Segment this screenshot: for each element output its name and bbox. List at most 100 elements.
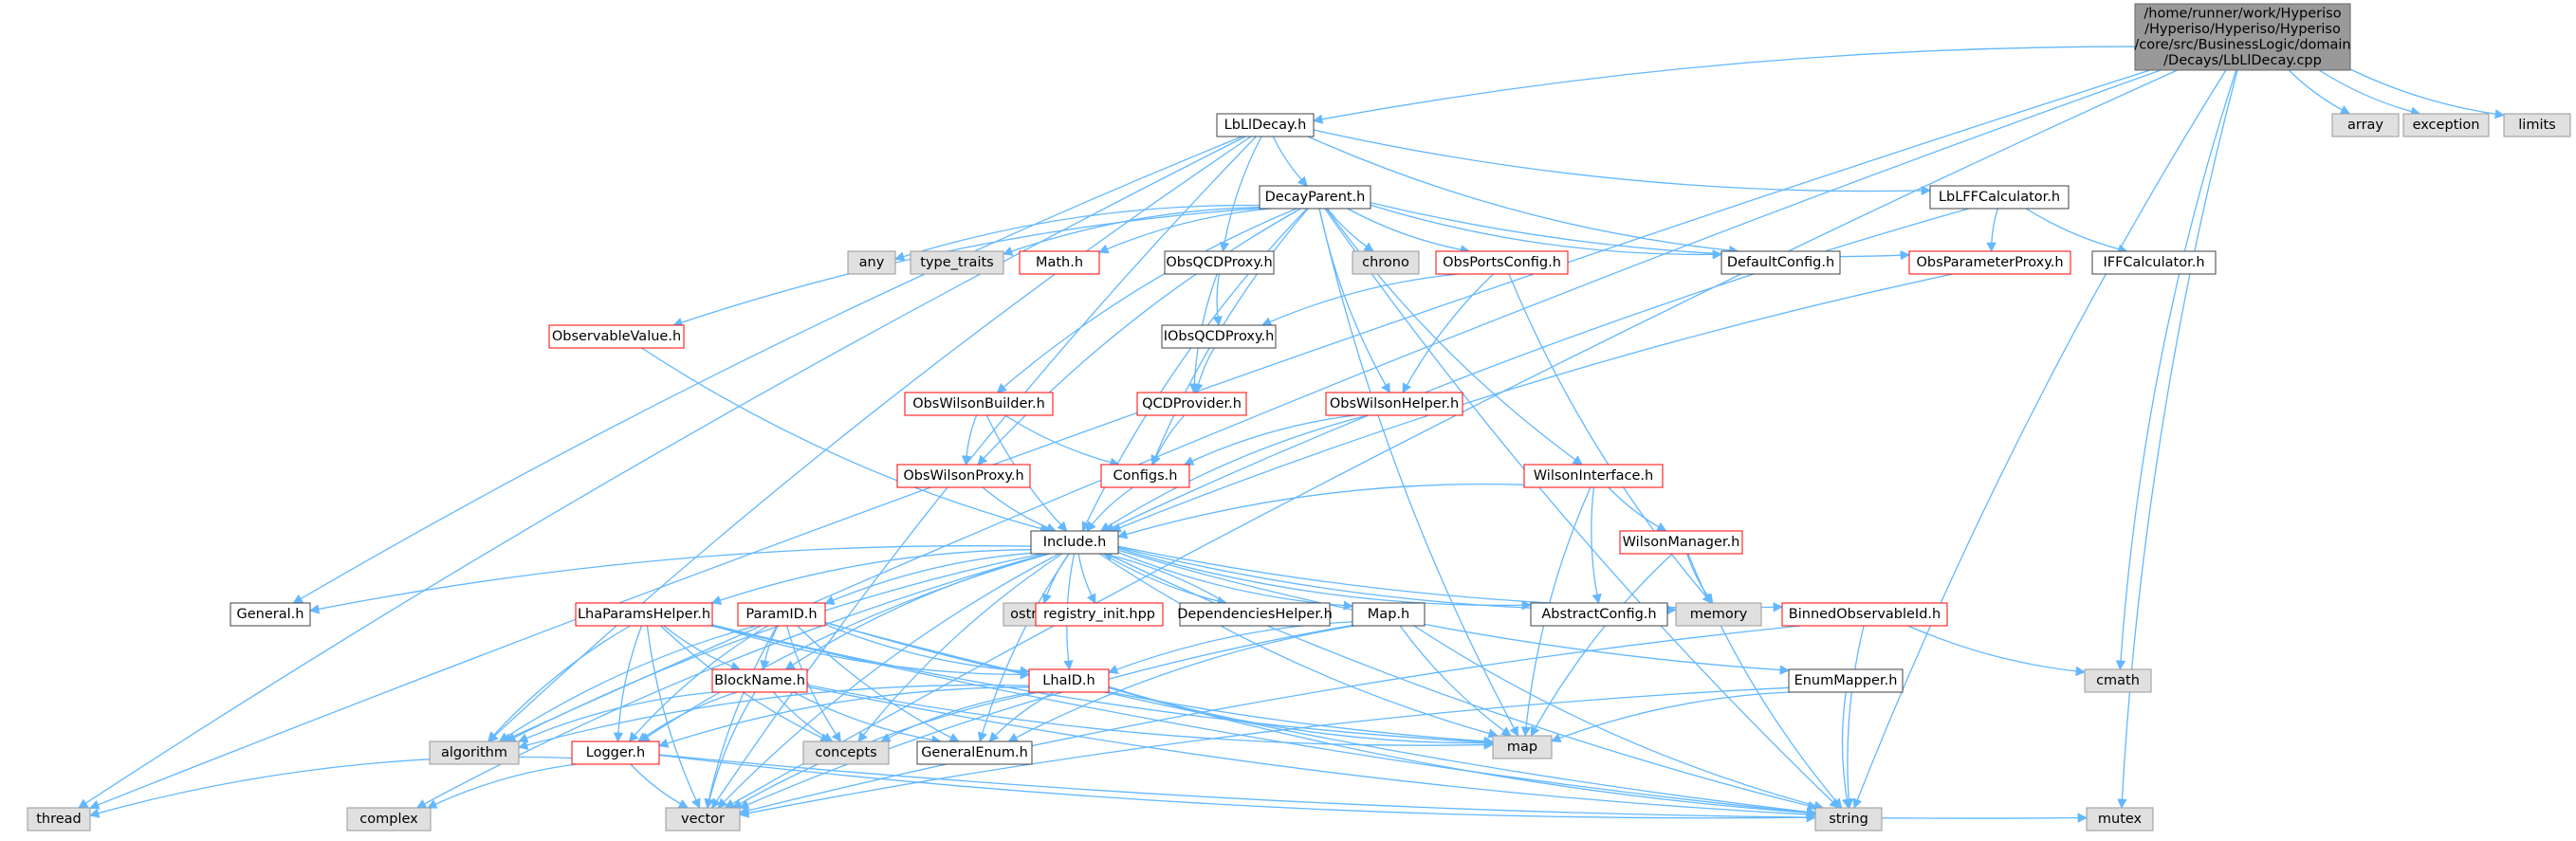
node-any: any: [847, 250, 896, 275]
node-box-concepts: [802, 740, 890, 765]
node-defaultconfig[interactable]: DefaultConfig.h: [1720, 250, 1841, 275]
edge-decayparent-to-chrono: [1326, 208, 1374, 252]
node-label-mutex: mutex: [2098, 812, 2143, 827]
node-box-iffcalc: [2091, 250, 2217, 275]
edge-lblldecay-to-thread: [78, 136, 1246, 809]
edge-map_h-to-lhaid: [1108, 621, 1353, 674]
edge-map_h-to-map: [1399, 625, 1512, 737]
node-label-concepts: concepts: [815, 745, 876, 760]
node-wilsoninterface[interactable]: WilsonInterface.h: [1523, 464, 1664, 488]
edge-lhaid-to-generalenum: [988, 691, 1055, 742]
node-label-array: array: [2347, 118, 2383, 133]
edge-include-to-ostream: [1041, 553, 1070, 604]
edge-root-to-algorithm: [501, 69, 2162, 742]
node-box-chrono: [1352, 250, 1420, 275]
edge-root-to-lblldecay: [1312, 46, 2136, 124]
node-wilsonmanager[interactable]: WilsonManager.h: [1619, 530, 1743, 555]
node-math[interactable]: Math.h: [1019, 250, 1100, 275]
node-qcdprovider[interactable]: QCDProvider.h: [1136, 392, 1247, 416]
node-box-vector: [665, 807, 741, 832]
node-label-qcdprovider: QCDProvider.h: [1142, 396, 1242, 411]
node-label-obsparamproxy: ObsParameterProxy.h: [1916, 255, 2063, 270]
edge-iobsqcdproxy-to-qcdprovider: [1193, 347, 1215, 394]
node-label-logger: Logger.h: [586, 745, 645, 760]
edge-lblldecay-to-obsqcdproxy: [1219, 136, 1262, 253]
node-box-dephelper: [1179, 602, 1331, 627]
node-root[interactable]: /home/runner/work/Hyperiso/Hyperiso/Hype…: [2134, 3, 2351, 71]
node-binnedobs[interactable]: BinnedObservableId.h: [1781, 602, 1948, 627]
node-logger[interactable]: Logger.h: [571, 740, 660, 765]
node-paramid[interactable]: ParamID.h: [737, 602, 826, 627]
node-dephelper[interactable]: DependenciesHelper.h: [1177, 602, 1333, 627]
edge-logger-to-complex: [427, 763, 578, 809]
node-box-blockname: [711, 668, 808, 693]
node-lblldecay[interactable]: LbLlDecay.h: [1216, 113, 1315, 137]
edge-wilsoninterface-to-include: [1117, 483, 1525, 539]
edge-lhaid-to-string: [1108, 686, 1817, 818]
node-obsparamproxy[interactable]: ObsParameterProxy.h: [1908, 250, 2071, 275]
node-iffcalc[interactable]: IFFCalculator.h: [2091, 250, 2217, 275]
node-obswilsonbuilder[interactable]: ObsWilsonBuilder.h: [904, 392, 1054, 416]
node-label-wilsoninterface: WilsonInterface.h: [1534, 468, 1653, 484]
edge-map_h-to-string: [1413, 625, 1825, 811]
node-box-iobsqcdproxy: [1161, 324, 1277, 349]
node-map_h[interactable]: Map.h: [1352, 602, 1426, 627]
edge-lhaid-to-map: [1108, 686, 1495, 748]
node-include[interactable]: Include.h: [1030, 530, 1119, 555]
node-lblffcalc[interactable]: LbLFFCalculator.h: [1929, 185, 2070, 210]
node-obswilsonhelper[interactable]: ObsWilsonHelper.h: [1325, 392, 1463, 416]
node-mutex: mutex: [2086, 807, 2154, 832]
node-box-wilsoninterface: [1523, 464, 1664, 488]
edge-lhaparamshelper-to-string: [710, 625, 1817, 818]
node-obsportsconfig[interactable]: ObsPortsConfig.h: [1435, 250, 1569, 275]
node-label-iobsqcdproxy: IObsQCDProxy.h: [1164, 329, 1275, 344]
edge-decayparent-to-obswilsonhelper: [1318, 208, 1390, 393]
nodes-layer: /home/runner/work/Hyperiso/Hyperiso/Hype…: [27, 3, 2571, 832]
node-label-abstractconfig: AbstractConfig.h: [1541, 607, 1656, 622]
node-label-thread: thread: [36, 812, 82, 827]
edge-decayparent-to-string: [1324, 208, 1840, 809]
node-label-registry: registry_init.hpp: [1043, 607, 1155, 622]
node-observablevalue[interactable]: ObservableValue.h: [548, 324, 685, 349]
node-lhaparamshelper[interactable]: LhaParamsHelper.h: [575, 602, 713, 627]
node-iobsqcdproxy[interactable]: IObsQCDProxy.h: [1161, 324, 1277, 349]
node-box-generalenum: [916, 740, 1033, 765]
node-enummapper[interactable]: EnumMapper.h: [1788, 668, 1904, 693]
node-box-any: [847, 250, 896, 275]
edge-decayparent-to-observablevalue: [672, 208, 1260, 327]
node-configs[interactable]: Configs.h: [1100, 464, 1190, 488]
node-generalenum[interactable]: GeneralEnum.h: [916, 740, 1033, 765]
node-label-lblffcalc: LbLFFCalculator.h: [1939, 190, 2060, 205]
node-registry[interactable]: registry_init.hpp: [1035, 602, 1164, 627]
edge-include-to-dephelper: [1102, 553, 1228, 607]
edge-obsportsconfig-to-obswilsonhelper: [1402, 273, 1494, 393]
edge-include-to-lhaparamshelper: [710, 549, 1032, 605]
node-label-obswilsonhelper: ObsWilsonHelper.h: [1330, 396, 1459, 411]
edge-obsparamproxy-to-include: [1111, 273, 1953, 533]
node-memory: memory: [1675, 602, 1762, 627]
node-decayparent[interactable]: DecayParent.h: [1259, 185, 1371, 210]
node-label-math: Math.h: [1036, 255, 1083, 270]
node-obsqcdproxy[interactable]: ObsQCDProxy.h: [1164, 250, 1275, 275]
node-box-registry: [1035, 602, 1164, 627]
edge-decayparent-to-any: [894, 204, 1260, 262]
node-abstractconfig[interactable]: AbstractConfig.h: [1530, 602, 1668, 627]
node-box-configs: [1100, 464, 1190, 488]
node-lhaid[interactable]: LhaID.h: [1028, 668, 1110, 693]
node-box-lhaparamshelper: [575, 602, 713, 627]
node-label-root-0: /home/runner/work/Hyperiso: [2144, 6, 2341, 21]
node-box-obsqcdproxy: [1164, 250, 1275, 275]
node-blockname[interactable]: BlockName.h: [711, 668, 808, 693]
node-obswilsonproxy[interactable]: ObsWilsonProxy.h: [896, 464, 1031, 488]
node-box-lhaid: [1028, 668, 1110, 693]
node-label-lhaparamshelper: LhaParamsHelper.h: [578, 607, 710, 622]
edge-blockname-to-logger: [637, 691, 738, 742]
edge-enummapper-to-vector: [738, 686, 1790, 818]
node-box-obsportsconfig: [1435, 250, 1569, 275]
edge-binnedobs-to-string: [1843, 625, 1865, 810]
edge-obswilsonhelper-to-configs: [1183, 414, 1355, 466]
edge-decayparent-to-defaultconfig: [1370, 204, 1723, 260]
node-general[interactable]: General.h: [230, 602, 311, 627]
edge-lhaid-to-concepts: [880, 691, 1034, 742]
